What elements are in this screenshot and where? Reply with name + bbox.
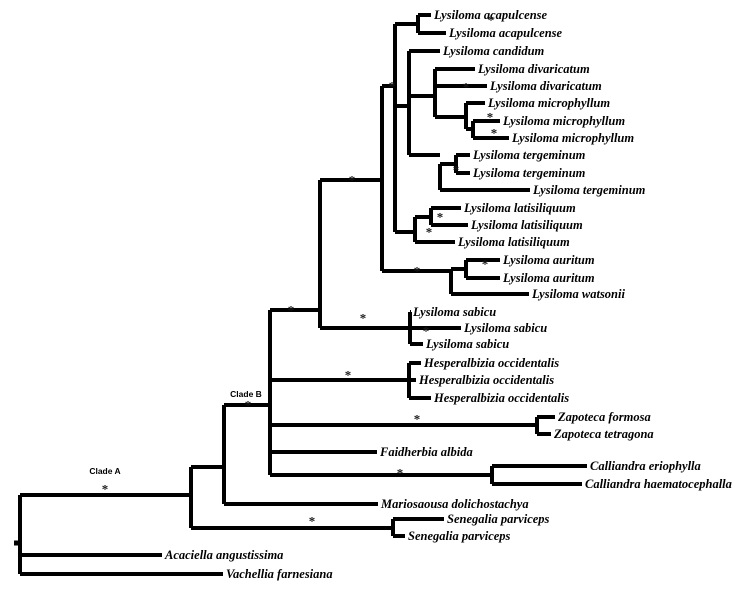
support-asterisk: * bbox=[425, 224, 433, 240]
support-asterisk: * bbox=[436, 209, 444, 225]
branch-group bbox=[14, 13, 587, 576]
taxon-label: Lysiloma microphyllum bbox=[503, 113, 626, 128]
support-asterisk: * bbox=[308, 513, 316, 529]
taxon-label: Acaciella angustissima bbox=[165, 547, 284, 562]
taxon-label: Lysiloma sabicu bbox=[413, 304, 497, 319]
taxon-label: Senegalia parviceps bbox=[447, 511, 550, 526]
taxon-label: Calliandra eriophylla bbox=[590, 458, 701, 473]
taxon-label: Faidherbia albida bbox=[380, 444, 473, 459]
taxon-label: Lysiloma divaricatum bbox=[490, 78, 602, 93]
taxon-label: Lysiloma acapulcense bbox=[449, 25, 563, 40]
support-asterisk: * bbox=[487, 12, 495, 28]
support-asterisk: * bbox=[287, 302, 295, 318]
support-asterisk: * bbox=[101, 481, 109, 497]
taxon-label: Lysiloma microphyllum bbox=[512, 130, 635, 145]
support-asterisk: * bbox=[396, 465, 404, 481]
taxon-label: Lysiloma acapulcense bbox=[434, 7, 548, 22]
taxon-label: Lysiloma latisiliquum bbox=[464, 200, 576, 215]
clade-label: Clade A bbox=[89, 465, 121, 476]
taxon-label: Lysiloma auritum bbox=[503, 270, 595, 285]
taxon-label: Lysiloma candidum bbox=[443, 43, 545, 58]
taxon-label: Lysiloma microphyllum bbox=[488, 95, 611, 110]
clade-label: Clade B bbox=[230, 388, 262, 399]
taxon-label: Zapoteca tetragona bbox=[554, 426, 654, 441]
taxon-label: Zapoteca formosa bbox=[558, 409, 651, 424]
taxon-label: Lysiloma tergeminum bbox=[533, 182, 646, 197]
support-asterisk: * bbox=[481, 256, 489, 272]
taxon-label: Lysiloma watsonii bbox=[532, 286, 625, 301]
taxon-label: Hesperalbizia occidentalis bbox=[424, 355, 560, 370]
taxon-label: Hesperalbizia occidentalis bbox=[419, 372, 555, 387]
taxon-label: Mariosaousa dolichostachya bbox=[381, 496, 529, 511]
support-asterisk: * bbox=[348, 172, 356, 188]
taxon-label: Lysiloma latisiliquum bbox=[458, 234, 570, 249]
taxon-label: Lysiloma latisiliquum bbox=[471, 217, 583, 232]
support-asterisk: * bbox=[244, 397, 252, 413]
support-asterisk: * bbox=[422, 323, 430, 339]
support-asterisk: * bbox=[388, 78, 396, 94]
support-asterisk: * bbox=[413, 263, 421, 279]
support-asterisk: * bbox=[452, 162, 460, 178]
support-asterisk: * bbox=[462, 79, 470, 95]
support-asterisk: * bbox=[413, 411, 421, 427]
taxon-label: Lysiloma tergeminum bbox=[473, 165, 586, 180]
taxon-label: Lysiloma sabicu bbox=[426, 336, 510, 351]
taxon-label: Senegalia parviceps bbox=[408, 528, 511, 543]
support-asterisk: * bbox=[486, 109, 494, 125]
taxon-label: Lysiloma tergeminum bbox=[473, 147, 586, 162]
taxon-label: Lysiloma divaricatum bbox=[478, 61, 590, 76]
support-asterisk: * bbox=[344, 367, 352, 383]
taxon-label: Vachellia farnesiana bbox=[226, 566, 333, 581]
support-asterisk: * bbox=[359, 310, 367, 326]
taxon-label: Lysiloma sabicu bbox=[464, 320, 548, 335]
taxon-label: Hesperalbizia occidentalis bbox=[434, 390, 570, 405]
taxon-label: Lysiloma auritum bbox=[503, 252, 595, 267]
support-asterisk: * bbox=[490, 125, 498, 141]
taxon-label: Calliandra haematocephalla bbox=[585, 476, 732, 491]
